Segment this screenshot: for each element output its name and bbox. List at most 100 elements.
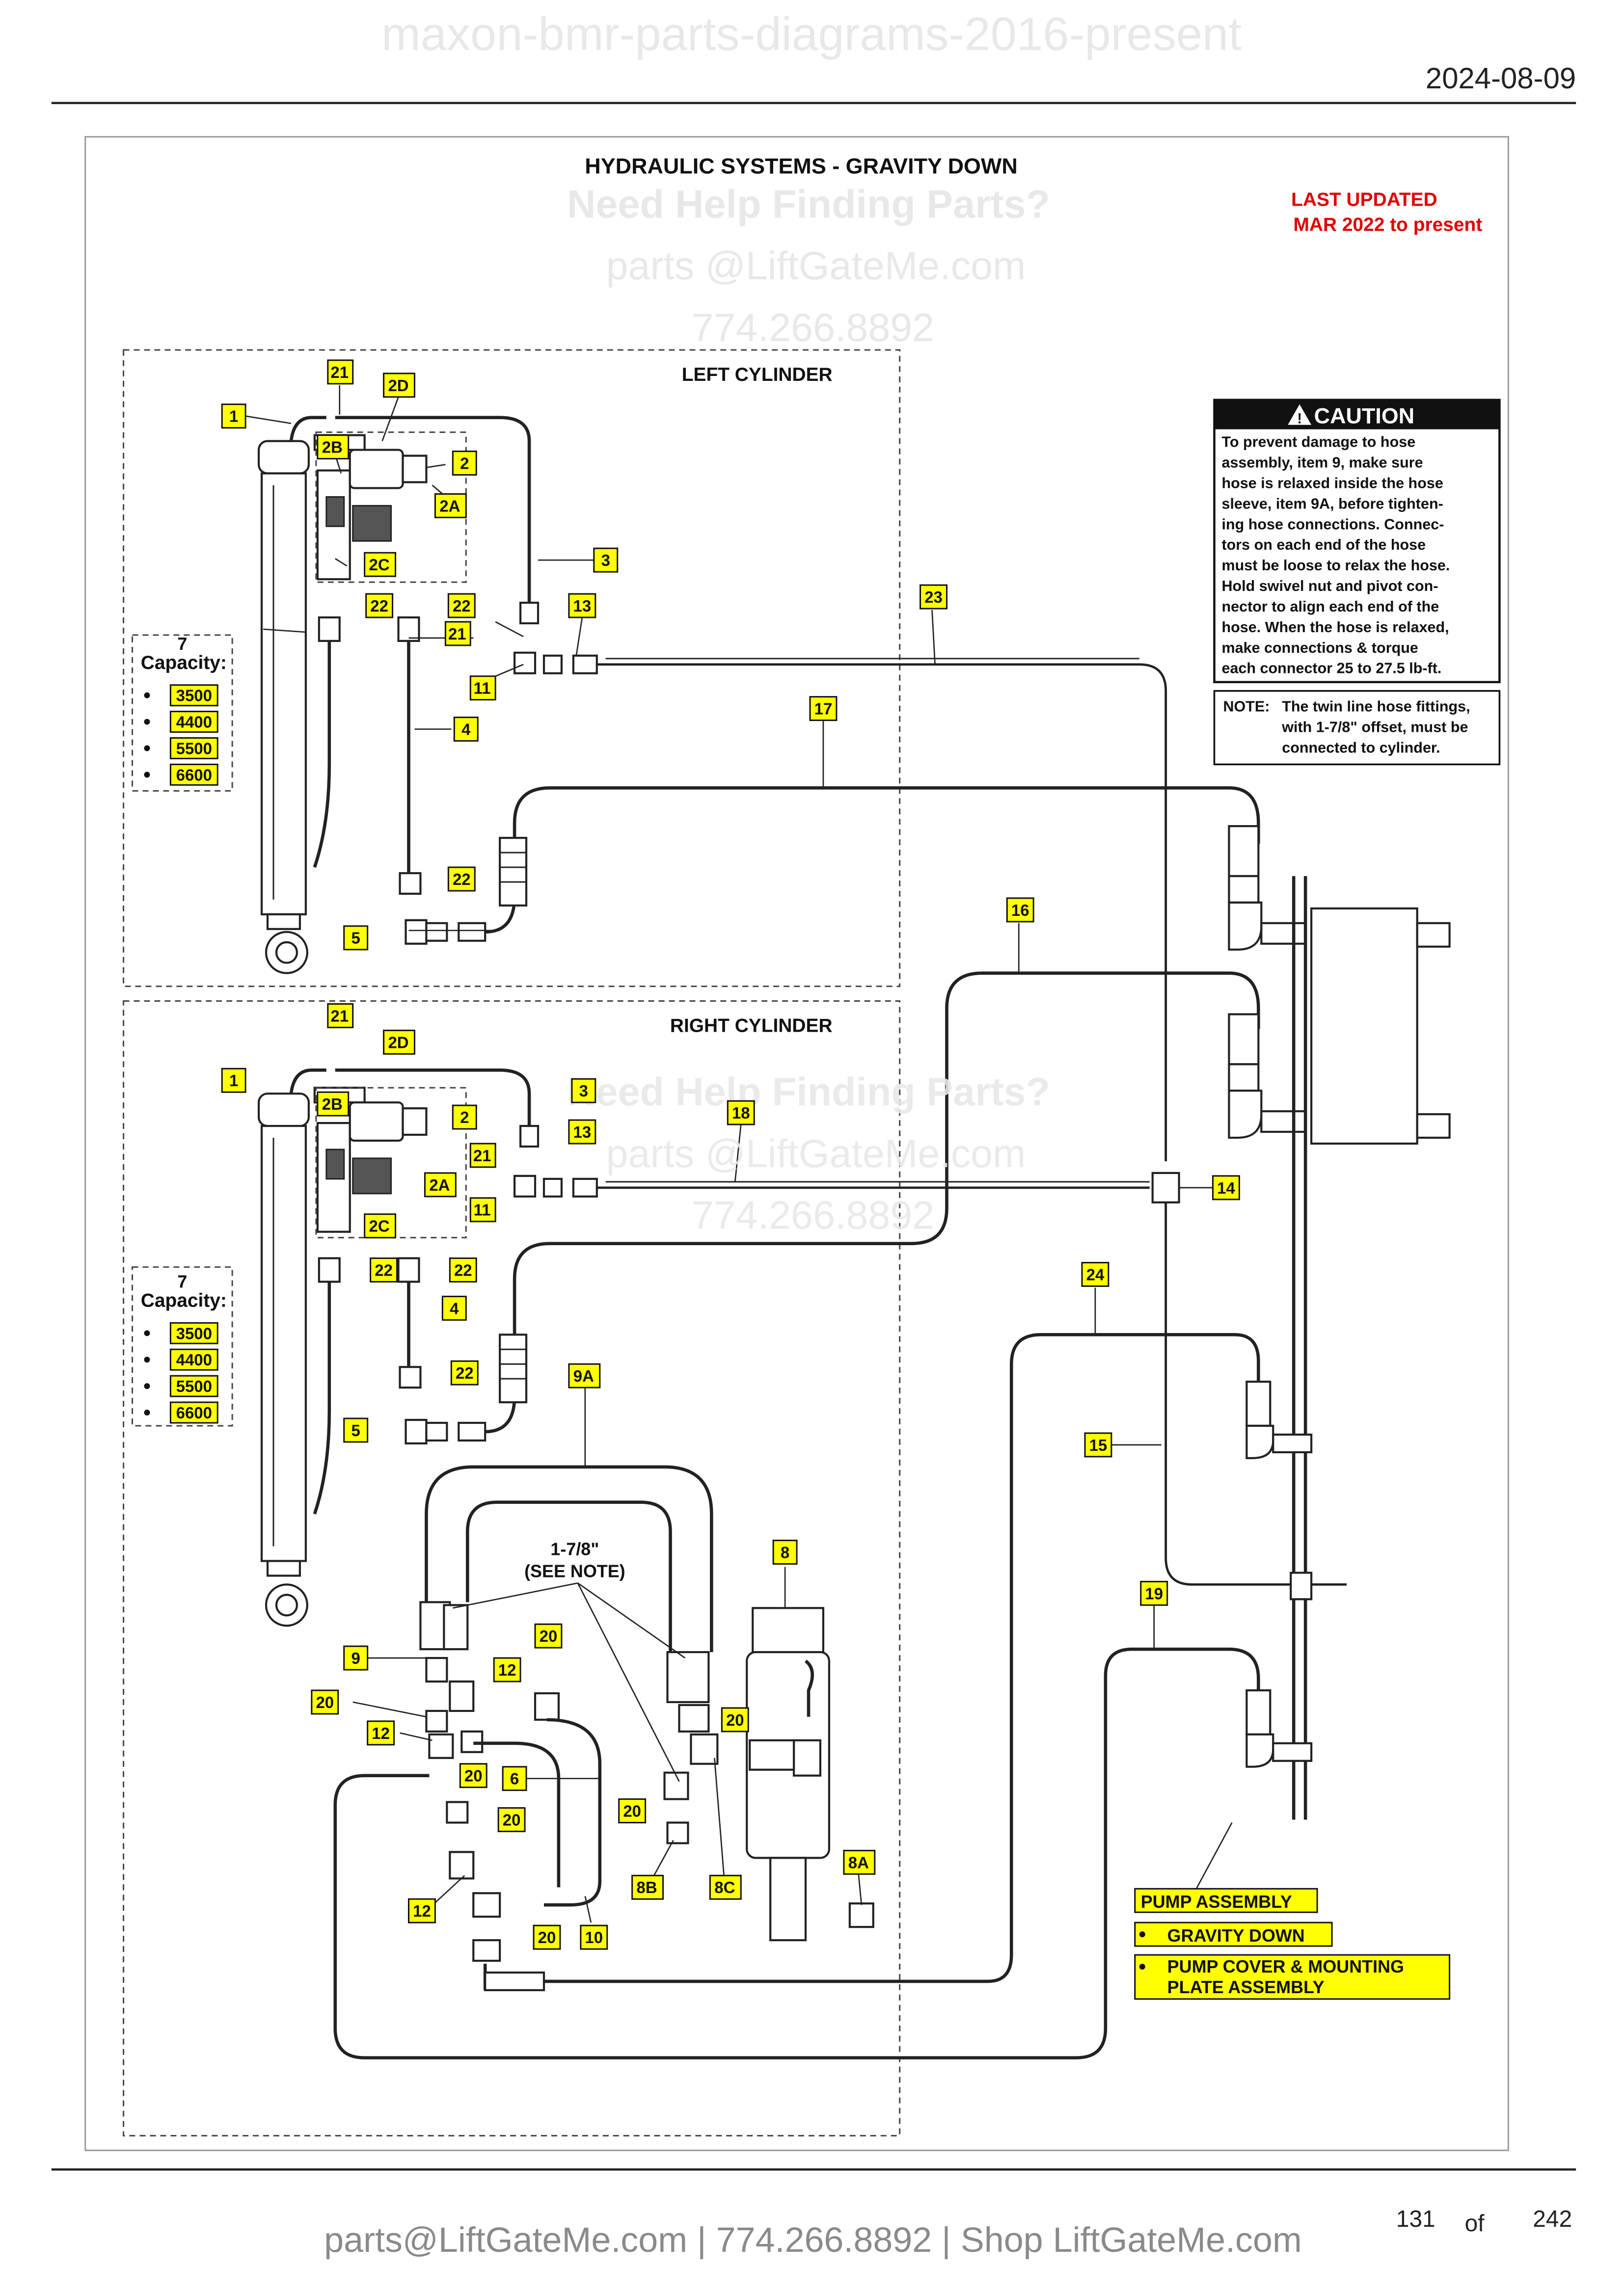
svg-text:22: 22: [370, 597, 388, 615]
right-cylinder: [257, 971, 1307, 1627]
caution-line: assembly, item 9, make sure: [1221, 454, 1423, 471]
callout-17: 17: [809, 696, 838, 721]
callout-12: 12: [407, 1898, 436, 1923]
callout-21: 21: [327, 1003, 354, 1028]
callout-2C: 2C: [364, 1213, 397, 1239]
svg-text:21: 21: [473, 1147, 491, 1165]
svg-text:2D: 2D: [388, 1033, 408, 1051]
svg-text:1: 1: [229, 407, 238, 426]
diagram-title: HYDRAULIC SYSTEMS - GRAVITY DOWN: [585, 154, 1018, 179]
svg-text:22: 22: [454, 1261, 472, 1280]
callout-2: 2: [452, 451, 477, 476]
svg-text:2A: 2A: [429, 1176, 450, 1194]
header-watermark-title: maxon-bmr-parts-diagrams-2016-present: [381, 8, 1242, 60]
callout-24: 24: [1081, 1262, 1109, 1287]
svg-text:18: 18: [732, 1104, 750, 1122]
capacity-right-3: 6600: [176, 1404, 212, 1422]
svg-text:12: 12: [372, 1724, 390, 1742]
caution-line: make connections & torque: [1221, 640, 1418, 656]
pump-assembly-item-1: GRAVITY DOWN: [1167, 1925, 1305, 1946]
caution-line: ing hose connections. Connec-: [1221, 516, 1444, 533]
svg-text:22: 22: [453, 870, 471, 888]
callout-1: 1: [221, 1068, 246, 1093]
lower-plumbing: [333, 1333, 1313, 2059]
caution-line: Hold swivel nut and pivot con-: [1221, 578, 1438, 594]
callout-20: 20: [497, 1807, 526, 1832]
callout-2B: 2B: [317, 1091, 350, 1117]
capacity-left-3: 6600: [176, 766, 212, 784]
svg-text:2: 2: [460, 1108, 469, 1126]
callout-11: 11: [469, 675, 496, 701]
svg-text:4: 4: [450, 1299, 459, 1317]
callout-5: 5: [343, 1417, 369, 1443]
svg-text:17: 17: [814, 700, 833, 718]
svg-text:2D: 2D: [388, 376, 408, 395]
svg-text:24: 24: [1086, 1266, 1105, 1284]
callout-13: 13: [568, 1119, 596, 1145]
svg-text:12: 12: [498, 1661, 516, 1679]
caution-line: To prevent damage to hose: [1221, 434, 1415, 451]
callout-22: 22: [449, 1257, 477, 1283]
svg-text:1: 1: [229, 1071, 238, 1090]
callout-6: 6: [502, 1766, 527, 1791]
note-label: NOTE:: [1223, 698, 1270, 715]
svg-text:5: 5: [352, 1421, 360, 1440]
left-cylinder: [257, 416, 1307, 1161]
svg-text:9: 9: [352, 1649, 360, 1667]
callout-12: 12: [493, 1657, 521, 1682]
pump-assembly-item-2b: PLATE ASSEMBLY: [1167, 1977, 1325, 1997]
svg-text:6: 6: [510, 1770, 519, 1788]
svg-text:8B: 8B: [637, 1878, 657, 1896]
svg-text:20: 20: [540, 1627, 558, 1645]
svg-text:21: 21: [330, 363, 349, 381]
svg-text:16: 16: [1011, 901, 1029, 919]
footer-contact-link[interactable]: parts@LiftGateMe.com | 774.266.8892 | Sh…: [324, 2220, 1302, 2260]
note-line: with 1-7/8" offset, must be: [1281, 719, 1468, 736]
svg-text:19: 19: [1145, 1584, 1163, 1602]
svg-text:10: 10: [585, 1928, 603, 1947]
callout-2A: 2A: [424, 1172, 457, 1198]
page-current: 131: [1396, 2206, 1435, 2232]
capacity-left-1: 4400: [176, 713, 212, 731]
svg-text:21: 21: [448, 625, 466, 643]
svg-text:23: 23: [924, 588, 943, 606]
caution-box: ! CAUTION To prevent damage to hose asse…: [1213, 399, 1501, 683]
svg-text:21: 21: [330, 1007, 349, 1025]
callout-labels: 1 21 2D 2B 2 2A 2C 3 22 22 13 21 23 11 4…: [221, 359, 1240, 1950]
caution-line: nector to align each end of the: [1221, 598, 1439, 615]
callout-8B: 8B: [631, 1874, 664, 1900]
svg-text:2A: 2A: [439, 497, 460, 515]
warning-icon: [1288, 404, 1312, 425]
offset-note-line2: (SEE NOTE): [524, 1561, 625, 1581]
updated-line2: MAR 2022 to present: [1293, 214, 1482, 235]
svg-text:14: 14: [1217, 1179, 1235, 1197]
svg-text:20: 20: [464, 1767, 483, 1785]
svg-text:2C: 2C: [369, 556, 390, 574]
svg-text:2C: 2C: [369, 1217, 390, 1235]
svg-text:!: !: [1297, 411, 1302, 427]
watermark-help-2: Need Help Finding Parts?: [567, 1070, 1050, 1114]
left-cylinder-frame: [123, 349, 901, 988]
diagram-frame: [84, 136, 1509, 2151]
offset-note-line1: 1-7/8": [550, 1539, 599, 1559]
callout-5: 5: [343, 925, 369, 951]
svg-text:11: 11: [474, 1201, 491, 1219]
callout-21: 21: [444, 621, 471, 646]
capacity-right-2: 5500: [176, 1377, 212, 1395]
capacity-right-1: 4400: [176, 1351, 212, 1369]
capacity-7-left: 7: [177, 634, 187, 654]
svg-text:8C: 8C: [714, 1878, 735, 1896]
svg-text:13: 13: [573, 1123, 592, 1141]
watermark-email-2: parts @LiftGateMe.com: [606, 1132, 1026, 1176]
pump-assembly-title: PUMP ASSEMBLY: [1141, 1892, 1292, 1912]
callout-18: 18: [727, 1100, 755, 1125]
callout-8: 8: [772, 1540, 798, 1565]
svg-text:22: 22: [456, 1364, 474, 1382]
callout-2D: 2D: [383, 373, 415, 398]
note-box: NOTE: The twin line hose fittings, with …: [1213, 690, 1501, 766]
svg-text:12: 12: [413, 1902, 431, 1920]
callout-22: 22: [365, 593, 394, 618]
svg-text:20: 20: [316, 1693, 334, 1711]
caution-line: must be loose to relax the hose.: [1221, 557, 1450, 574]
svg-text:9A: 9A: [573, 1367, 594, 1385]
